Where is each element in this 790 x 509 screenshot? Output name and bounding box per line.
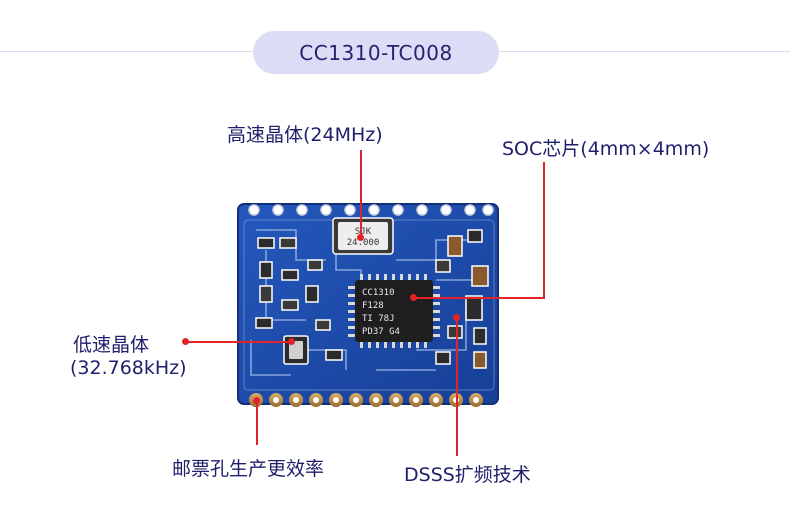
crystal-freq-text: 24.000	[347, 238, 380, 248]
label-low-speed-crystal-line2: (32.768kHz)	[70, 357, 187, 379]
page-title: CC1310-TC008	[253, 31, 499, 74]
leader-soc-h	[414, 297, 544, 299]
label-dsss: DSSS扩频技术	[404, 464, 531, 486]
leader-low-speed-crystal	[186, 341, 292, 343]
crystal-brand-text: SJK	[355, 227, 372, 237]
label-stamp-holes: 邮票孔生产更效率	[172, 458, 325, 480]
chip-line-4: PD37 G4	[362, 327, 400, 337]
chip-line-3: TI 78J	[362, 314, 395, 324]
label-low-speed-crystal-line1: 低速晶体	[73, 334, 150, 356]
passive-components	[255, 229, 489, 369]
leader-high-speed-crystal	[360, 150, 362, 238]
header-divider-left	[0, 51, 253, 52]
chip-line-1: CC1310	[362, 288, 395, 298]
leader-stamp-holes	[256, 401, 258, 445]
leader-dot-high-speed-crystal	[357, 234, 364, 241]
leader-dot-stamp-holes	[253, 397, 260, 404]
leader-dot-soc	[410, 294, 417, 301]
leader-dot-low-speed-end	[288, 338, 295, 345]
leader-soc-v	[543, 162, 545, 299]
pcb-module-image: SJK 24.000 CC1310 F128 TI 78J PD37 G4	[237, 203, 499, 407]
leader-dot-dsss	[453, 314, 460, 321]
header-divider-right	[499, 51, 790, 52]
stamp-holes	[249, 393, 483, 407]
label-soc-chip: SOC芯片(4mm×4mm)	[502, 138, 710, 160]
label-high-speed-crystal: 高速晶体(24MHz)	[227, 124, 383, 146]
leader-dot-low-speed-start	[182, 338, 189, 345]
chip-line-2: F128	[362, 301, 384, 311]
top-castellation-holes	[248, 204, 494, 216]
soc-chip: CC1310 F128 TI 78J PD37 G4	[348, 274, 440, 348]
leader-dsss	[456, 318, 458, 456]
